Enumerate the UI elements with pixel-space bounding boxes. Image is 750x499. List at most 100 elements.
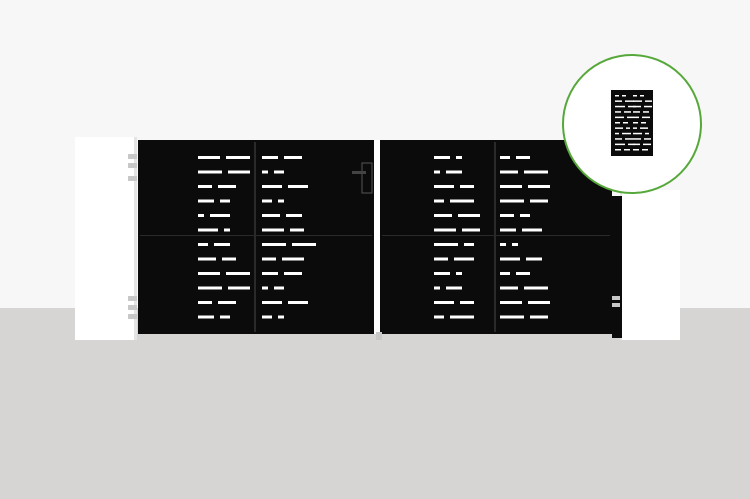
slot	[292, 243, 316, 246]
slot	[628, 105, 636, 108]
slot	[500, 170, 518, 174]
slot	[456, 156, 462, 159]
slot	[434, 272, 450, 275]
slot	[645, 132, 649, 135]
slot	[434, 257, 448, 261]
slot	[645, 100, 652, 102]
slot	[262, 228, 284, 232]
slot	[434, 199, 444, 203]
slot	[434, 185, 454, 188]
slot	[622, 95, 626, 97]
slot	[500, 243, 506, 246]
slot	[210, 214, 230, 217]
slot	[641, 122, 646, 124]
slot	[434, 156, 450, 159]
right-pillar	[620, 190, 680, 340]
slot	[625, 100, 634, 102]
slot	[450, 315, 474, 319]
right-gate-post	[612, 196, 622, 338]
slot	[500, 228, 516, 232]
slot	[633, 143, 640, 146]
slot	[626, 127, 630, 129]
slot	[628, 143, 635, 146]
slot	[643, 111, 649, 113]
slot	[633, 116, 639, 119]
slot	[262, 243, 286, 246]
handle-icon	[352, 162, 373, 194]
slot	[624, 149, 630, 151]
slot	[262, 185, 282, 188]
slot	[643, 143, 651, 146]
slot	[286, 214, 302, 217]
slot	[198, 243, 208, 246]
slot	[615, 105, 625, 108]
slot	[623, 122, 628, 124]
slot	[500, 257, 520, 261]
perforation-pattern	[198, 156, 550, 319]
slot	[633, 138, 641, 140]
slot	[500, 272, 510, 275]
hinge-icon	[612, 296, 620, 307]
slot	[458, 214, 480, 217]
thumbnail-perforation-pattern	[615, 95, 652, 151]
slot	[198, 199, 214, 203]
slot	[456, 272, 462, 275]
slot	[226, 156, 250, 159]
slot	[633, 100, 642, 102]
slot	[198, 301, 212, 304]
slot	[198, 228, 218, 232]
slot	[615, 116, 624, 119]
slot	[528, 301, 550, 304]
slot	[500, 185, 522, 188]
slot	[198, 257, 216, 261]
slot	[262, 156, 278, 159]
slot	[644, 138, 651, 140]
gate-leaf-right	[380, 140, 612, 334]
slot	[633, 105, 641, 108]
slot	[500, 286, 518, 290]
slot	[434, 286, 440, 290]
slot	[220, 199, 230, 203]
slot	[198, 214, 204, 217]
gate-leaf-left	[138, 140, 374, 334]
slot	[434, 301, 454, 304]
slot	[262, 170, 268, 174]
slot	[644, 105, 652, 108]
slot	[198, 272, 220, 275]
slot	[500, 156, 510, 159]
slot	[615, 149, 621, 151]
slot	[274, 170, 284, 174]
left-pillar	[75, 137, 137, 340]
slot	[198, 286, 222, 290]
slot	[454, 257, 474, 261]
slot	[214, 243, 230, 246]
slot	[288, 185, 308, 188]
slot	[262, 315, 272, 319]
slot	[615, 122, 620, 124]
slot	[500, 301, 522, 304]
slot	[284, 272, 302, 275]
slot	[434, 170, 440, 174]
hinge-icon	[128, 154, 137, 319]
slot	[500, 214, 514, 217]
slot	[528, 185, 550, 188]
slot	[524, 286, 548, 290]
slot	[520, 214, 530, 217]
slot	[284, 156, 302, 159]
slot	[288, 301, 308, 304]
slot	[622, 132, 631, 135]
slot	[526, 257, 542, 261]
slot	[615, 127, 623, 129]
slot	[262, 257, 276, 261]
slot	[640, 95, 644, 97]
slot	[262, 286, 268, 290]
slot	[464, 243, 474, 246]
slot	[278, 199, 284, 203]
slot	[516, 272, 530, 275]
slot	[640, 127, 648, 129]
thumbnail-badge	[562, 54, 702, 194]
slot	[460, 185, 474, 188]
slot	[633, 127, 637, 129]
slot	[262, 272, 278, 275]
